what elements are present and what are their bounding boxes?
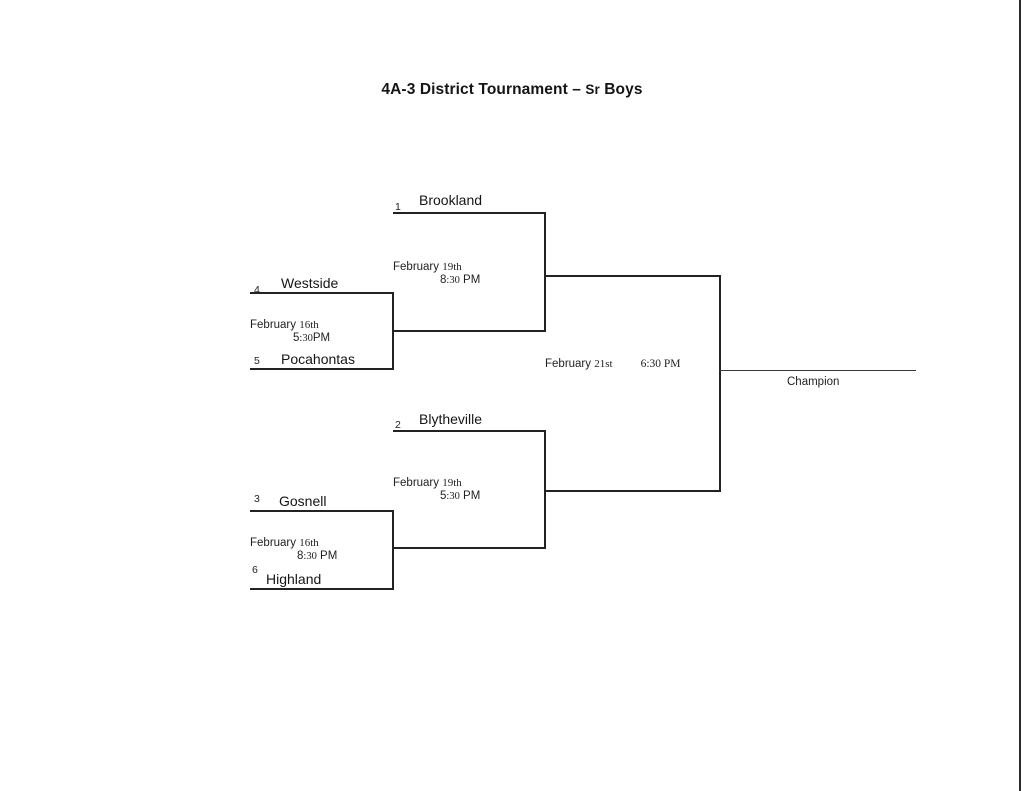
round1-bottom-time: 8:30 PM (297, 550, 338, 562)
round1-bottom-advance-line (392, 547, 546, 549)
semifinal-bottom-seed: 2 (395, 419, 401, 431)
round1-bottom-date: February 16th (250, 537, 319, 549)
semifinal-bottom-date: February 19th (393, 477, 462, 489)
page-title: 4A-3 District Tournament – Sr Boys (0, 81, 1024, 99)
round1-top-date: February 16th (250, 319, 319, 331)
round1-top-advance-line (392, 330, 546, 332)
semifinal-top-time: 8:30 PM (440, 274, 481, 286)
round1-top-team1-name: Westside (281, 275, 339, 291)
scan-edge-line (1019, 0, 1021, 791)
round1-top-team2-line (250, 368, 394, 370)
champion-line (719, 370, 916, 372)
semifinal-top-connector (544, 212, 546, 332)
round1-top-team2-name: Pocahontas (281, 351, 355, 367)
round1-bottom-team1-line (250, 510, 394, 512)
champion-label: Champion (787, 376, 840, 388)
semifinal-top-team: Brookland (419, 192, 483, 208)
round1-top-team1-seed: 4 (254, 284, 260, 296)
round1-bottom-team2-line (250, 588, 394, 590)
page-title-main: 4A-3 District Tournament – (381, 81, 586, 98)
semifinal-bottom-team-line (393, 430, 546, 432)
round1-bottom-team1-seed: 3 (254, 493, 260, 505)
final-connector (719, 275, 721, 491)
semifinal-bottom-advance-line (544, 490, 721, 492)
page-title-smallcaps: Sr (585, 82, 600, 97)
semifinal-top-advance-line (544, 275, 721, 277)
semifinal-bottom-connector (544, 430, 546, 548)
round1-top-team2-seed: 5 (254, 355, 260, 367)
semifinal-top-date: February 19th (393, 261, 462, 273)
round1-bottom-team1-name: Gosnell (279, 493, 327, 509)
semifinal-bottom-team: Blytheville (419, 411, 483, 427)
round1-bottom-connector (392, 510, 394, 588)
round1-bottom-team2-seed: 6 (252, 564, 258, 576)
round1-bottom-team2-name: Highland (266, 571, 322, 587)
page-title-tail: Boys (599, 81, 643, 98)
semifinal-top-team-line (393, 212, 546, 214)
semifinal-top-seed: 1 (395, 201, 401, 213)
round1-top-time: 5:30PM (293, 332, 331, 344)
round1-top-team1-line (250, 292, 394, 294)
semifinal-bottom-time: 5:30 PM (440, 490, 481, 502)
